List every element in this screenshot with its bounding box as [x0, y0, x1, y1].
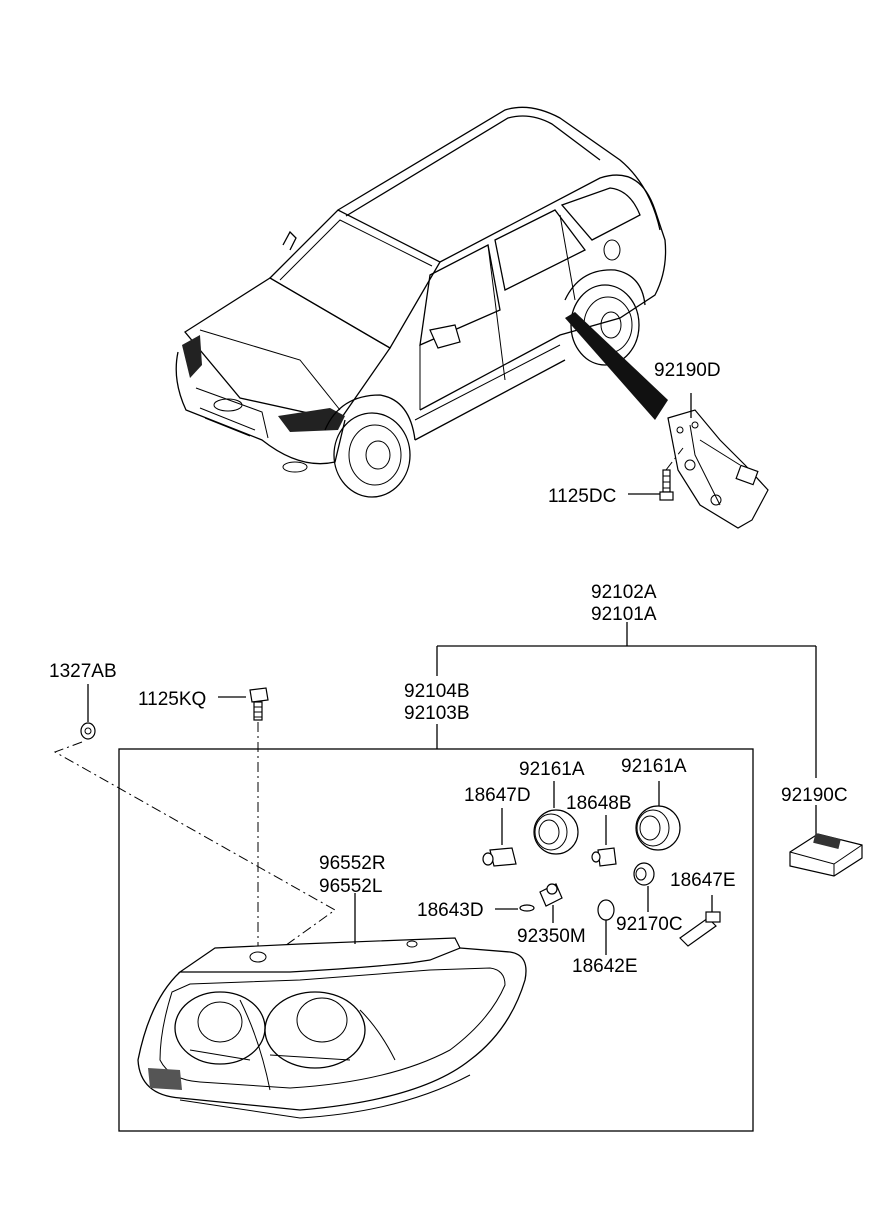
assembly-frame [118, 748, 754, 1132]
bulb-18647D [482, 808, 517, 867]
label-1125KQ: 1125KQ [138, 689, 206, 710]
label-92350M: 92350M [517, 926, 586, 947]
label-92103B: 92103B [404, 703, 470, 724]
label-92161A-left: 92161A [519, 759, 585, 780]
label-96552R: 96552R [319, 853, 386, 874]
label-92101A: 92101A [591, 604, 657, 625]
socket-92350M [539, 883, 563, 923]
label-1125DC: 1125DC [548, 486, 616, 507]
label-18642E: 18642E [572, 956, 638, 977]
label-18648B: 18648B [566, 793, 632, 814]
module-92190C [789, 833, 863, 877]
label-96552L: 96552L [319, 876, 382, 897]
bulb-18643D [495, 904, 535, 912]
label-92161A-right: 92161A [621, 756, 687, 777]
label-92190C: 92190C [781, 785, 848, 806]
cap-92161A-left [533, 781, 579, 855]
nut-1327AB [53, 684, 336, 949]
label-18643D: 18643D [417, 900, 484, 921]
vehicle-illustration [175, 106, 668, 498]
socket-92170C [633, 862, 655, 912]
label-18647D: 18647D [464, 785, 531, 806]
bracket-92190D [667, 393, 769, 529]
label-92190D: 92190D [654, 360, 721, 381]
label-92102A: 92102A [591, 582, 657, 603]
label-1327AB: 1327AB [49, 661, 117, 682]
bulb-18648B [591, 815, 617, 867]
label-18647E: 18647E [670, 870, 736, 891]
bulb-18642E [597, 899, 615, 955]
cap-92161A-right [635, 781, 681, 851]
bulb-18647E [679, 895, 721, 947]
bolt-1125KQ [218, 687, 269, 955]
label-92104B: 92104B [404, 681, 470, 702]
screw-1125DC [628, 447, 684, 501]
headlamp-assembly [137, 893, 527, 1119]
label-92170C: 92170C [616, 914, 683, 935]
